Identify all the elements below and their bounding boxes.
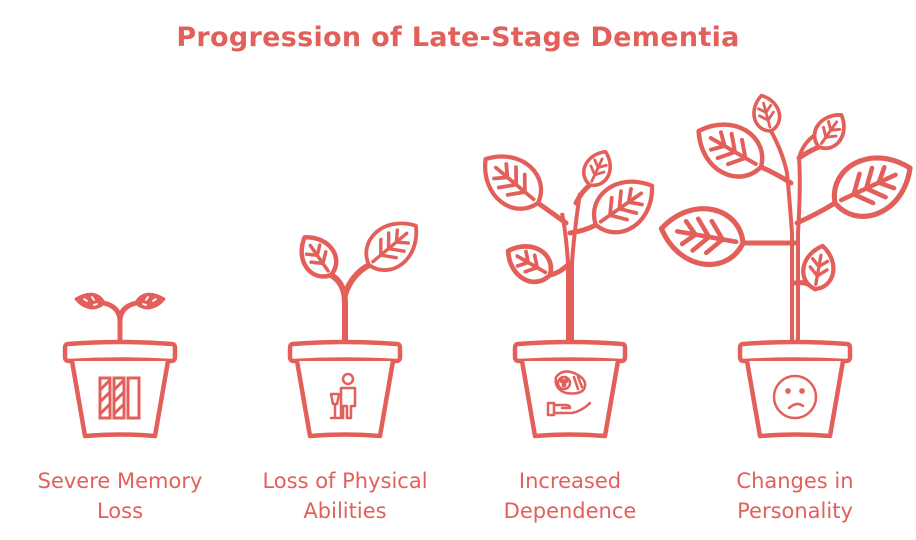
stage-label-2-line1: Loss of Physical bbox=[262, 469, 428, 493]
person-with-walker-icon bbox=[329, 372, 357, 420]
sad-face-icon bbox=[772, 374, 818, 420]
stage-label-1-line2: Loss bbox=[96, 499, 144, 523]
leaf-icon bbox=[576, 144, 619, 193]
stage-label-3-line2: Dependence bbox=[503, 499, 637, 523]
stage-label-1-line1: Severe Memory bbox=[37, 469, 203, 493]
stage-label-3: Increased Dependence bbox=[465, 466, 675, 526]
leaf-icon bbox=[747, 90, 785, 137]
stage-label-1: Severe Memory Loss bbox=[15, 466, 225, 526]
seed-leaf-right-icon bbox=[134, 292, 166, 310]
leaf-icon bbox=[657, 201, 748, 270]
stage-label-2: Loss of Physical Abilities bbox=[240, 466, 450, 526]
leaf-icon bbox=[800, 243, 837, 291]
hand-holding-baby-icon bbox=[546, 370, 592, 417]
leaf-icon bbox=[823, 143, 916, 228]
stage-label-4: Changes in Personality bbox=[690, 466, 900, 526]
stage-label-2-line2: Abilities bbox=[303, 499, 387, 523]
plant-stage-3 bbox=[471, 142, 665, 436]
plant-stage-1 bbox=[65, 292, 175, 436]
leaf-icon bbox=[471, 142, 553, 221]
leaf-icon bbox=[500, 237, 558, 290]
pot-3 bbox=[515, 342, 625, 436]
stage-label-3-line1: Increased bbox=[518, 469, 622, 493]
stage-label-4-line2: Personality bbox=[737, 499, 853, 523]
page-title: Progression of Late-Stage Dementia bbox=[176, 22, 740, 53]
plant-stage-2 bbox=[290, 208, 431, 436]
leaf-icon bbox=[353, 208, 431, 283]
plant-stage-4 bbox=[657, 90, 916, 436]
pot-4 bbox=[740, 342, 850, 436]
seed-leaf-left-icon bbox=[74, 292, 106, 310]
stage-label-4-line1: Changes in bbox=[736, 469, 854, 493]
memory-bars-icon bbox=[98, 376, 141, 420]
